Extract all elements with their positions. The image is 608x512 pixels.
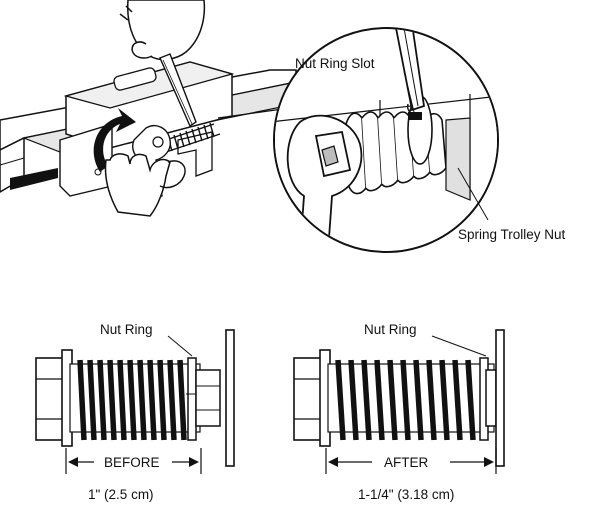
leader-nut-ring-slot [403, 70, 415, 113]
before-leader-nut-ring [167, 335, 193, 357]
before-arrow-left-icon [68, 457, 78, 467]
after-arrow-right-icon [484, 457, 494, 467]
after-measure-value: 1-1/4" (3.18 cm) [358, 487, 454, 502]
after-label-nut-ring: Nut Ring [364, 322, 417, 337]
before-diagram: Nut Ring BEFORE 1" (2.5 cm) [35, 322, 235, 502]
after-measure-label: AFTER [384, 455, 429, 470]
rotation-arrow-icon [93, 108, 136, 172]
before-measure-value: 1" (2.5 cm) [88, 487, 154, 502]
zoom-detail [273, 27, 499, 253]
after-spring [335, 359, 476, 441]
label-spring-trolley-nut: Spring Trolley Nut [458, 227, 566, 242]
before-measure-label: BEFORE [104, 455, 160, 470]
after-diagram: Nut Ring AFTER 1-1/4" (3.18 cm) [293, 322, 505, 502]
leader-spring-trolley-nut [457, 167, 489, 221]
hand-top [119, 0, 206, 61]
trolley-illustration: Nut Ring Slot Spring Trolley Nut [0, 0, 566, 253]
label-nut-ring-slot: Nut Ring Slot [295, 56, 375, 71]
after-leader-nut-ring [431, 335, 487, 357]
before-arrow-right-icon [189, 457, 199, 467]
before-spring [77, 359, 187, 441]
screwdriver-small [159, 53, 197, 128]
hand-bottom [104, 153, 186, 217]
small-wrench-icon [132, 124, 171, 199]
after-arrow-left-icon [328, 457, 338, 467]
before-label-nut-ring: Nut Ring [100, 322, 153, 337]
